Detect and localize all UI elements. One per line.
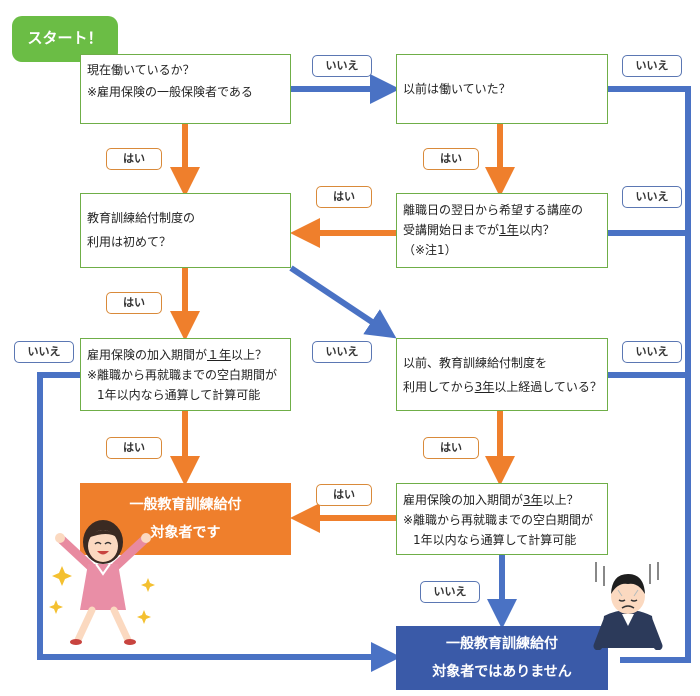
question-three-years-elapsed: 以前、教育訓練給付制度を 利用してから3年以上経過している？ — [396, 338, 608, 411]
result-eligible: 一般教育訓練給付 対象者です — [80, 483, 291, 555]
question-insured-one-year: 雇用保険の加入期間が１年以上？ ※離職から再就職までの空白期間が 1年以内なら通… — [80, 338, 291, 411]
sad-man-icon — [593, 562, 663, 650]
no-label: いいえ — [622, 186, 682, 208]
no-label: いいえ — [312, 341, 372, 363]
yes-label: はい — [423, 437, 479, 459]
no-label: いいえ — [312, 55, 372, 77]
no-label: いいえ — [420, 581, 480, 603]
yes-label: はい — [106, 148, 162, 170]
yes-label: はい — [316, 484, 372, 506]
question-previously-working: 以前は働いていた？ — [396, 54, 608, 124]
yes-label: はい — [106, 437, 162, 459]
question-currently-working: 現在働いているか？ ※雇用保険の一般保険者である — [80, 54, 291, 124]
yes-label: はい — [316, 186, 372, 208]
no-label: いいえ — [14, 341, 74, 363]
question-within-one-year: 離職日の翌日から希望する講座の 受講開始日までが1年以内？ （※注1） — [396, 193, 608, 268]
arrow-q4-no — [289, 265, 397, 339]
question-insured-three-years: 雇用保険の加入期間が3年以上？ ※離職から再就職までの空白期間が 1年以内なら通… — [396, 483, 608, 555]
no-label: いいえ — [622, 341, 682, 363]
question-first-time-use: 教育訓練給付制度の 利用は初めて？ — [80, 193, 291, 268]
arrow-q5-no — [37, 372, 401, 672]
no-label: いいえ — [622, 55, 682, 77]
yes-label: はい — [106, 292, 162, 314]
result-not-eligible: 一般教育訓練給付 対象者ではありません — [396, 626, 608, 690]
yes-label: はい — [423, 148, 479, 170]
happy-woman-icon — [49, 520, 155, 645]
